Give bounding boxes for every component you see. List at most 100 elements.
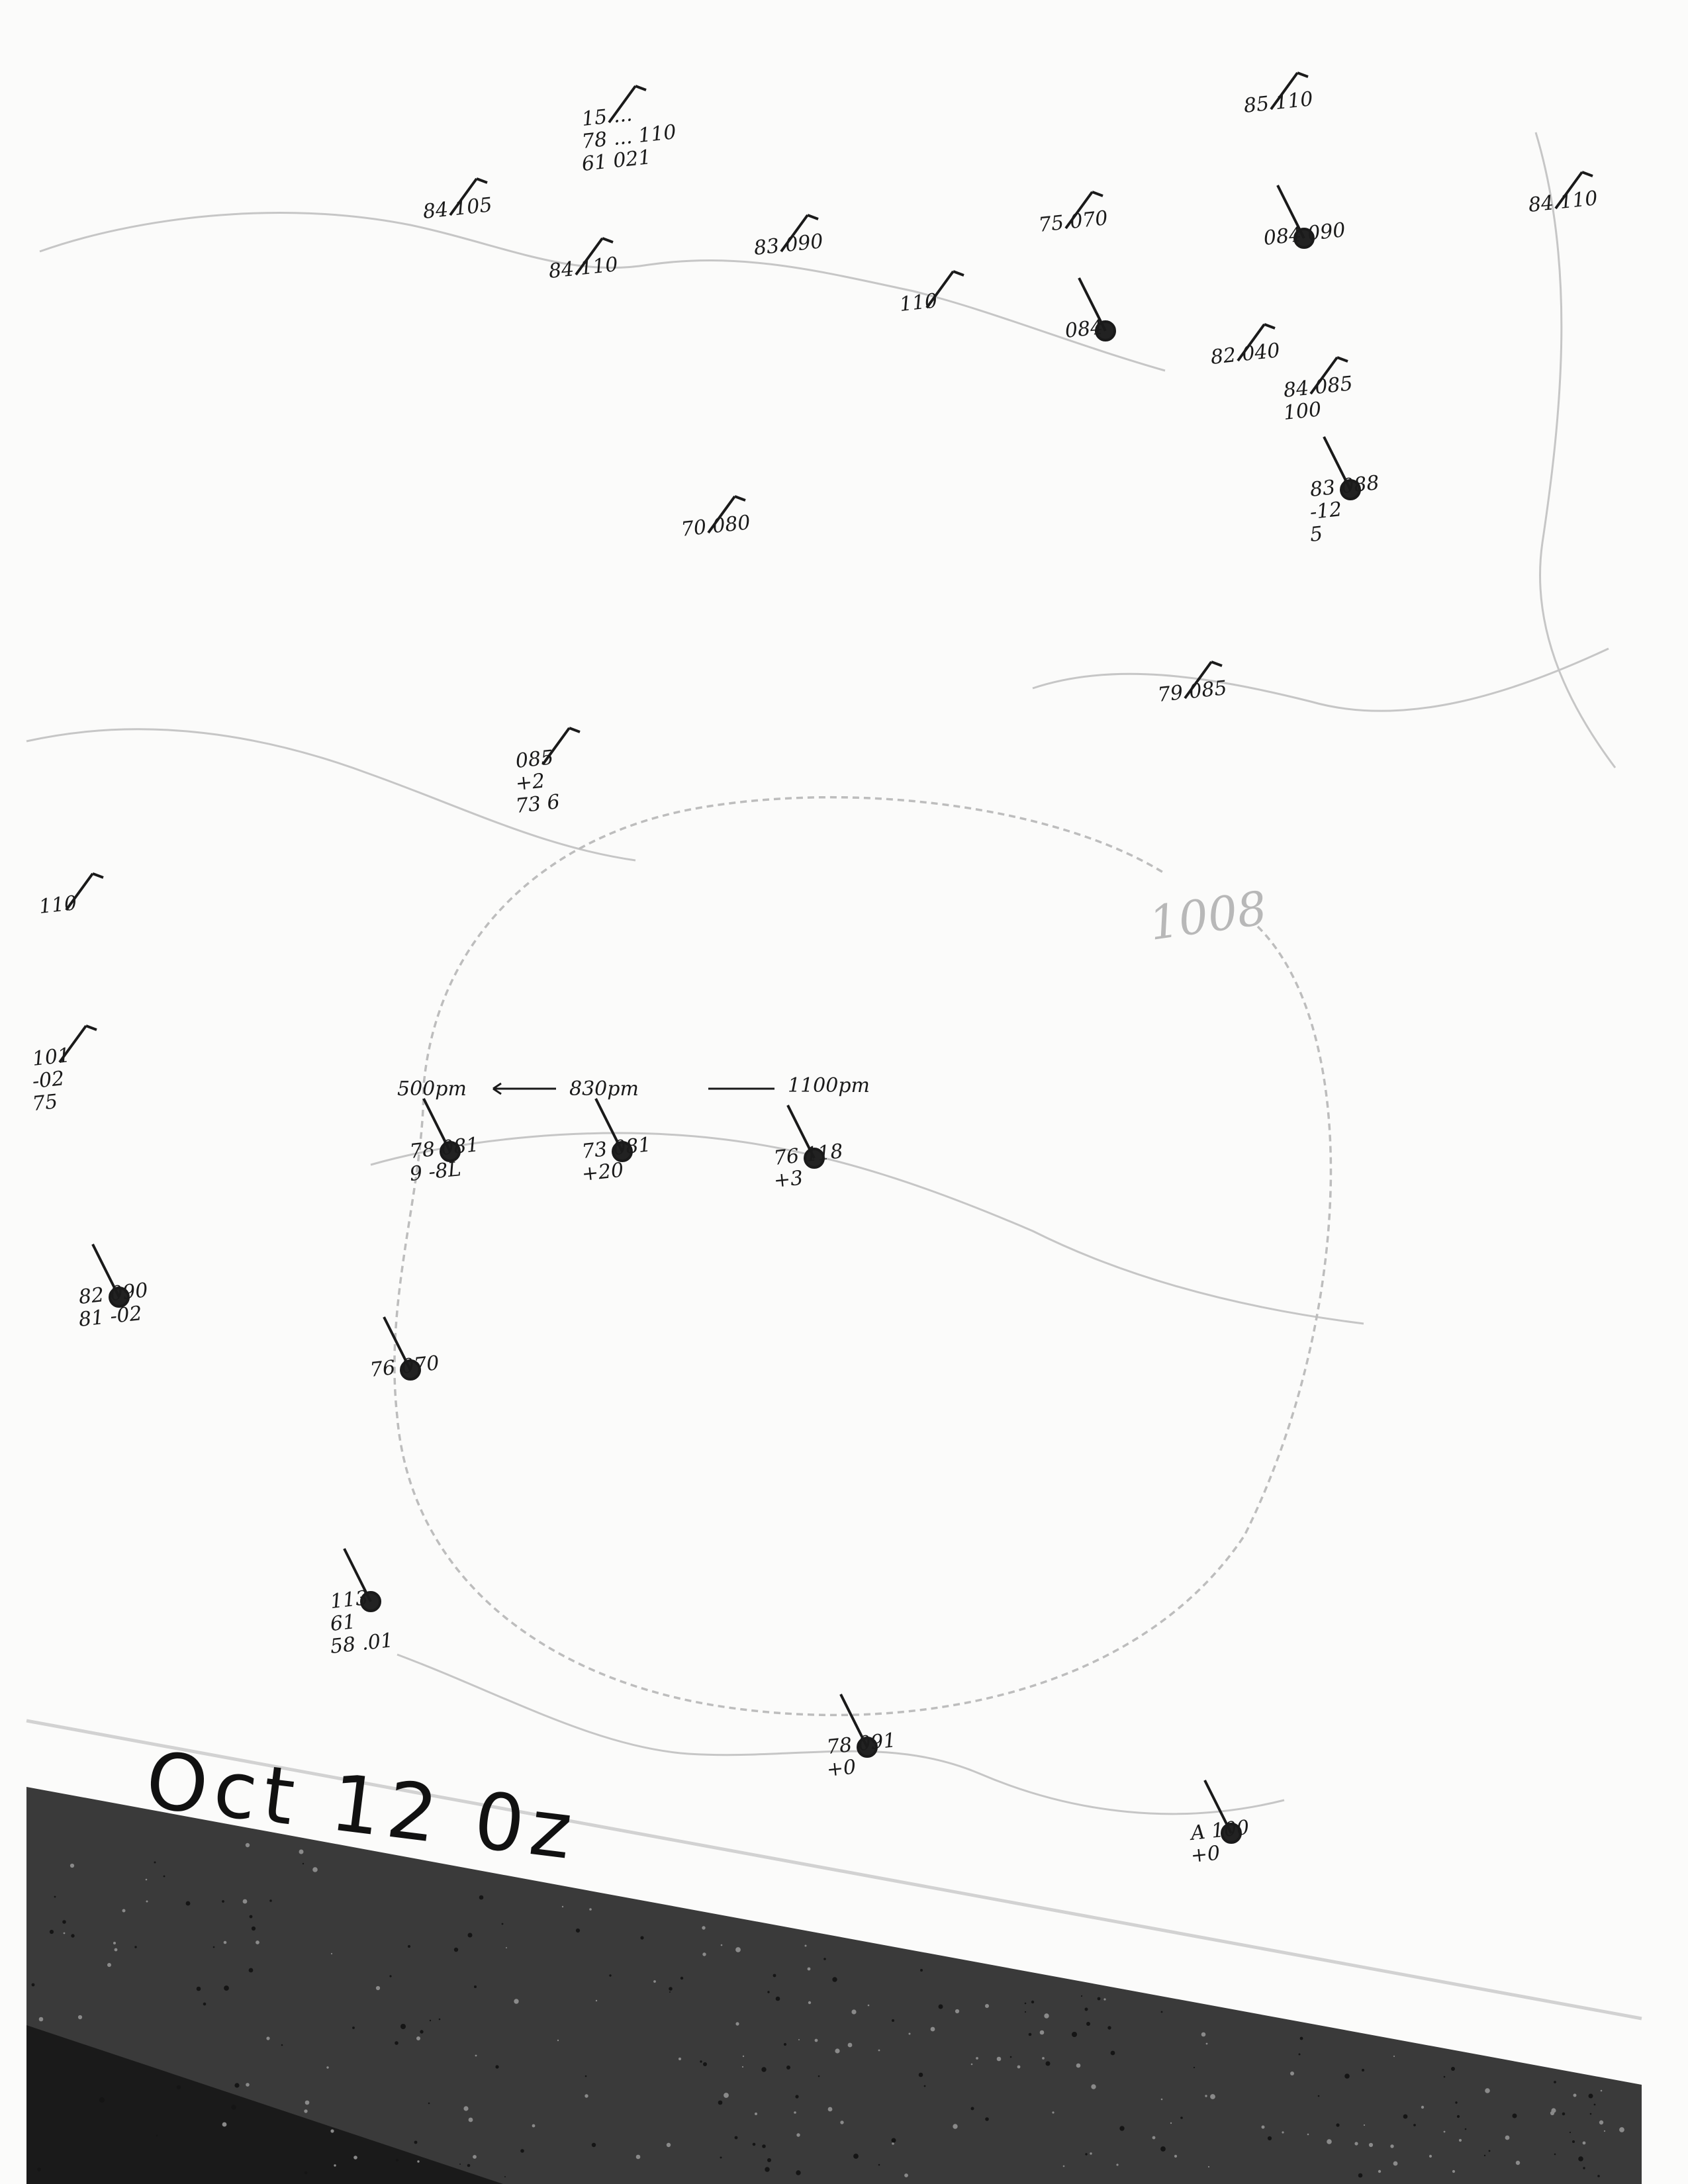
speck xyxy=(1282,2131,1284,2134)
wind-barb xyxy=(575,237,614,276)
speck xyxy=(1307,2133,1309,2136)
speck xyxy=(1550,2111,1555,2116)
station-plot-s2: 84 105 xyxy=(422,177,493,224)
speck xyxy=(762,2144,766,2148)
speck xyxy=(1090,2152,1092,2155)
speck xyxy=(735,2022,739,2026)
station-reading: 110 xyxy=(898,289,939,316)
speck xyxy=(305,2100,310,2105)
speck xyxy=(1554,2081,1556,2083)
speck xyxy=(506,1947,507,1948)
speck xyxy=(1024,2002,1027,2005)
speck xyxy=(501,1923,504,1925)
speck xyxy=(1597,2175,1600,2177)
speck xyxy=(156,2134,158,2137)
speck xyxy=(755,2113,757,2115)
speck xyxy=(1042,2057,1045,2060)
speck xyxy=(1267,2136,1272,2141)
speck xyxy=(680,1976,684,1980)
speck xyxy=(520,2149,524,2153)
speck xyxy=(798,2039,800,2040)
station-reading: 84 110 xyxy=(547,253,619,283)
wind-barb xyxy=(1323,436,1352,490)
speck xyxy=(840,2120,844,2124)
speck xyxy=(1009,2056,1012,2058)
speck xyxy=(767,2158,771,2162)
speck xyxy=(113,1942,116,1944)
speck xyxy=(1599,2120,1604,2125)
speck xyxy=(1421,2105,1425,2109)
speck xyxy=(814,2038,818,2042)
station-reading: 83 090 xyxy=(753,230,824,260)
wind-barb xyxy=(65,872,104,911)
station-reading: 75 xyxy=(31,1090,59,1116)
speck xyxy=(1429,2154,1432,2158)
speck xyxy=(459,2163,461,2165)
speck xyxy=(1569,2131,1571,2134)
station-reading: -02 xyxy=(31,1067,66,1093)
station-plot-s16: 085+273 6 xyxy=(514,727,581,818)
speck xyxy=(700,2060,702,2063)
speck xyxy=(248,1968,254,1973)
station-reading: 84 110 xyxy=(1527,187,1599,217)
speck xyxy=(1600,2089,1603,2092)
speck xyxy=(532,2124,536,2128)
wind-barb xyxy=(608,85,647,124)
speck xyxy=(77,2015,83,2020)
speck xyxy=(134,1946,137,1948)
speck xyxy=(775,1996,780,2001)
speck xyxy=(609,1974,612,1977)
speck xyxy=(795,2095,799,2099)
speck xyxy=(203,2002,207,2006)
speck xyxy=(245,1843,250,1848)
station-plot-s7: 084 xyxy=(1064,277,1116,343)
speck xyxy=(231,2105,236,2110)
speck xyxy=(878,2163,880,2166)
speck xyxy=(823,1958,826,1960)
speck xyxy=(970,2063,973,2066)
wind-barb xyxy=(58,1024,97,1064)
station-reading: 113 xyxy=(329,1586,369,1614)
speck xyxy=(1363,2124,1366,2126)
speck xyxy=(1588,2093,1593,2099)
station-reading: +2 xyxy=(514,770,546,796)
speck xyxy=(281,2044,283,2046)
speck xyxy=(742,2055,745,2058)
speck xyxy=(765,2167,770,2172)
speck xyxy=(375,1985,381,1991)
speck xyxy=(773,1974,776,1978)
speck xyxy=(222,2122,227,2127)
speck xyxy=(1201,2032,1206,2037)
speck xyxy=(557,2039,559,2042)
speck xyxy=(1578,2156,1583,2161)
speck xyxy=(453,1947,459,1952)
speck xyxy=(1097,1997,1101,2001)
speck xyxy=(38,2017,44,2022)
wind-barb xyxy=(343,1548,372,1602)
station-plot-s15: 79 085 xyxy=(1156,660,1228,707)
speck xyxy=(783,2042,787,2046)
table-texture xyxy=(31,1843,1624,2178)
speck xyxy=(1327,2139,1332,2144)
speck xyxy=(1086,2022,1090,2026)
station-reading: 084 xyxy=(1064,316,1104,343)
speck xyxy=(724,2093,729,2098)
faint-coastline xyxy=(26,132,1617,1815)
speck xyxy=(122,1909,126,1913)
speck xyxy=(796,2133,800,2137)
speck xyxy=(1091,2084,1096,2089)
speck xyxy=(720,2156,722,2159)
speck xyxy=(223,1940,227,1944)
speck xyxy=(827,2107,833,2112)
speck xyxy=(1317,2095,1320,2097)
wind-barb xyxy=(1064,191,1103,230)
wind-barb xyxy=(1554,171,1593,210)
speck xyxy=(892,2142,894,2145)
speck xyxy=(794,2111,796,2114)
speck xyxy=(473,2155,477,2159)
speck xyxy=(591,2142,596,2148)
